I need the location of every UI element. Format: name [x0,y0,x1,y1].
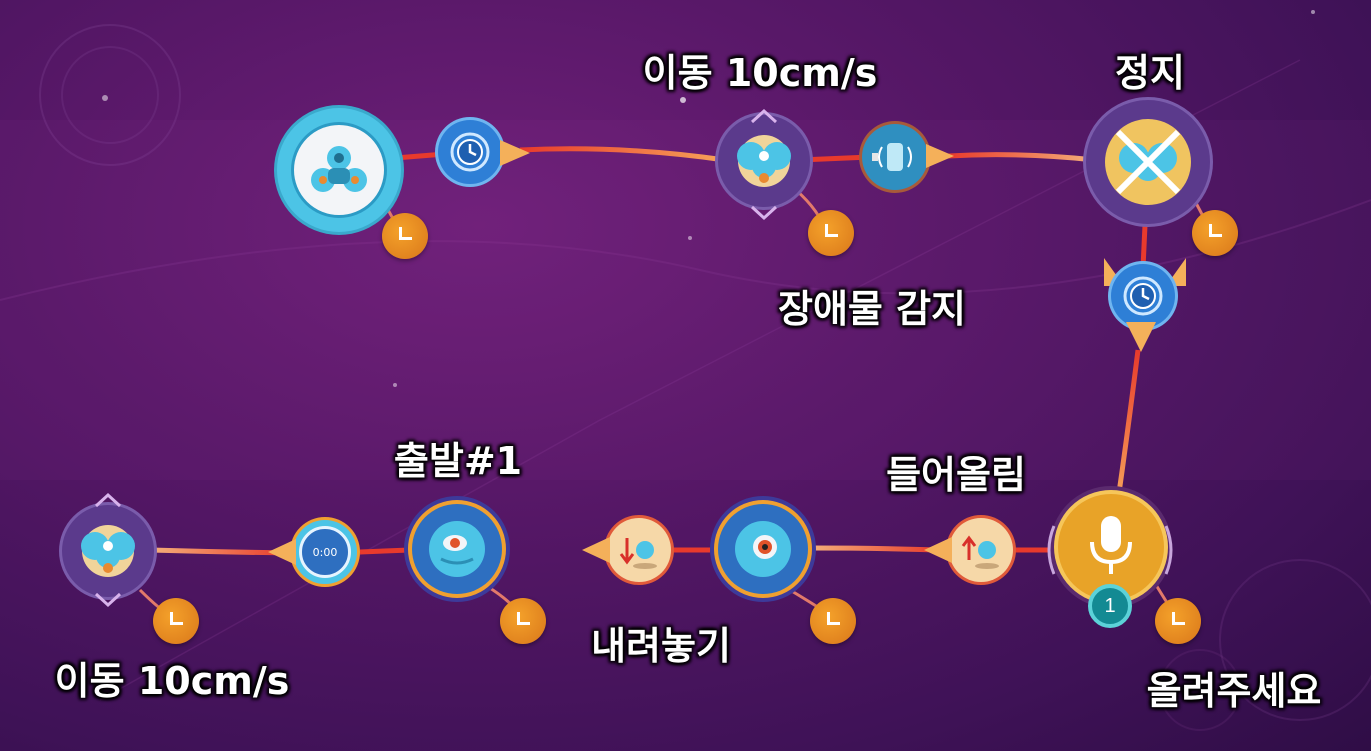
start-node[interactable] [277,108,401,232]
lift-label: 들어올림 [886,453,1026,497]
wait-node-right[interactable] [1111,264,1175,328]
move-bottom-label: 이동 10cm/s [54,659,290,703]
microphone-icon [1090,516,1132,574]
raise-me-label: 올려주세요 [1146,669,1322,713]
chevron-up-icon [750,108,778,124]
arrow-icon [268,539,296,565]
stop-node[interactable] [1086,100,1210,224]
eye-node-left[interactable] [412,504,502,594]
obstacle-sensor-icon [872,143,912,171]
robot-stop-icon [1115,129,1181,195]
voice-count-badge: 1 [1088,584,1132,628]
stop-label: 정지 [1115,51,1185,95]
chevron-down-icon [94,592,122,608]
move-node-top[interactable] [718,115,810,207]
stopwatch-node[interactable]: 0:00 [293,520,357,584]
put-down-icon [619,538,657,569]
lift-node[interactable] [949,518,1013,582]
obstacle-node[interactable] [862,124,928,190]
eye-left-output-port[interactable] [500,598,546,644]
arrow-icon [926,144,954,168]
start-output-port[interactable] [382,213,428,259]
robot-start-icon [311,146,367,192]
sound-wave-icon [1047,525,1173,575]
timer-icon [450,132,490,172]
lift-icon [961,535,999,569]
arrow-icon [924,537,952,563]
putdown-node[interactable] [607,518,671,582]
move-node-bottom[interactable] [62,505,154,597]
move-top-label: 이동 10cm/s [642,51,878,95]
stop-output-port[interactable] [1192,210,1238,256]
arrow-icon [500,140,530,166]
wait-node-top[interactable] [438,120,502,184]
move-bottom-output-port[interactable] [153,598,199,644]
eye-right-output-port[interactable] [810,598,856,644]
stopwatch-time: 0:00 [312,545,338,559]
chevron-up-icon [94,492,122,508]
eye-node-right[interactable] [718,504,808,594]
start1-label: 출발#1 [393,439,523,483]
stopwatch-icon: 0:00 [299,526,351,578]
move-top-output-port[interactable] [808,210,854,256]
robot-move-icon [81,525,135,577]
robot-move-icon [737,135,791,187]
robot-eye-icon [429,521,485,577]
putdown-label: 내려놓기 [591,624,731,668]
obstacle-label: 장애물 감지 [777,287,967,331]
timer-icon [1123,276,1163,316]
robot-eye-icon [735,521,791,577]
chevron-down-icon [750,205,778,221]
voice-node[interactable] [1058,494,1164,600]
voice-output-port[interactable] [1155,598,1201,644]
arrow-icon [582,537,610,563]
arrow-down-icon [1126,322,1156,352]
